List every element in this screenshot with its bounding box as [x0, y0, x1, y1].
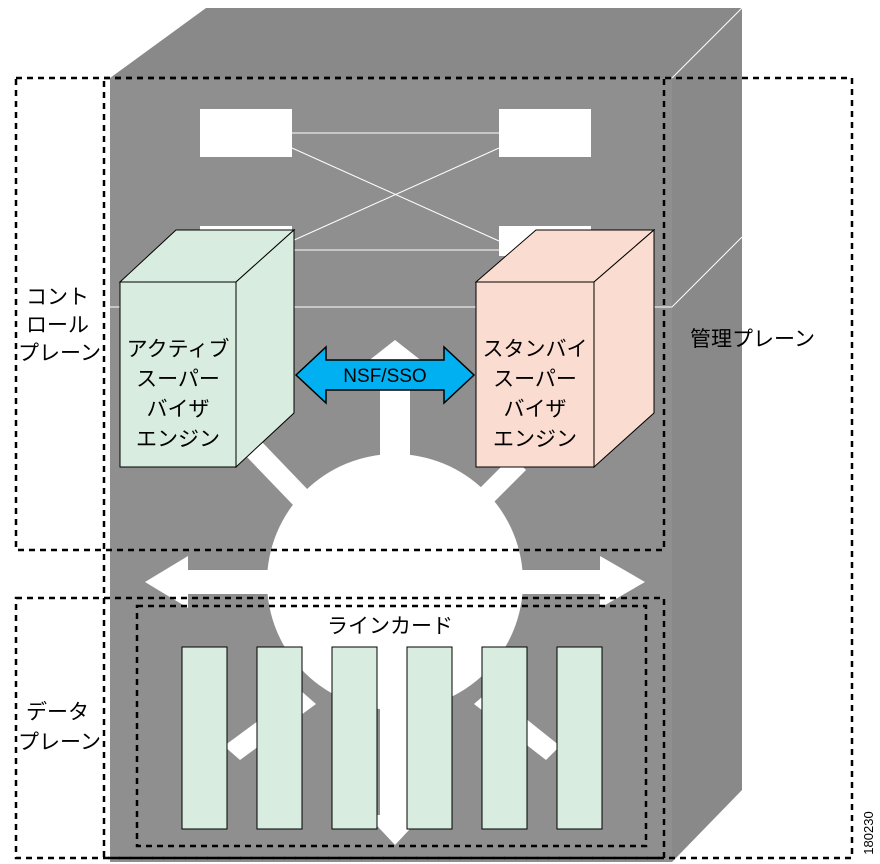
standby-supervisor-label-line3: バイザ — [504, 397, 567, 421]
chassis-top — [110, 8, 742, 78]
standby-supervisor-label-line2: スーパー — [493, 367, 577, 391]
active-supervisor-front — [119, 281, 237, 468]
line-card — [556, 646, 603, 830]
plane-labels: コント ロール プレーン 管理プレーン データ プレーン — [18, 285, 815, 754]
hub-arrow-left — [145, 556, 275, 608]
line-card — [181, 646, 228, 830]
line-card — [481, 646, 528, 830]
standby-supervisor-engine: スタンバイ スーパー バイザ エンジン — [474, 228, 656, 469]
line-card — [331, 646, 378, 830]
plane-boundaries — [14, 76, 854, 860]
control-plane-label-line2: ロール — [26, 313, 89, 337]
hub-circle — [267, 454, 523, 710]
hub-spoke-upper-left — [246, 442, 310, 506]
active-supervisor-label-line3: バイザ — [147, 397, 210, 421]
management-plane-label: 管理プレーン — [690, 327, 815, 351]
control-plane-label-line1: コント — [26, 285, 89, 309]
standby-supervisor-label-line1: スタンバイ — [483, 337, 588, 361]
data-plane-label-line1: データ — [26, 700, 89, 724]
management-plane-boundary — [102, 76, 854, 860]
active-supervisor-label-line1: アクティブ — [127, 337, 230, 361]
standby-supervisor-label-line4: エンジン — [493, 427, 577, 451]
line-card-boundary — [135, 604, 648, 848]
line-cards-label: ラインカード — [327, 614, 453, 638]
chassis-edge-line — [671, 7, 743, 79]
chassis-edge-line — [671, 236, 743, 308]
line-card — [256, 646, 303, 830]
figure-id: 180230 — [861, 811, 876, 854]
line-cards: ラインカード — [181, 614, 603, 830]
active-supervisor-engine: アクティブ スーパー バイザ エンジン — [118, 228, 296, 469]
chassis-side — [672, 8, 742, 862]
backplane-link — [291, 147, 500, 242]
active-supervisor-label-line4: エンジン — [136, 427, 220, 451]
nsf-sso-double-arrow-icon — [294, 345, 476, 405]
active-supervisor-label-line2: スーパー — [136, 367, 220, 391]
line-card — [406, 646, 453, 830]
hub-spoke-upper-right — [476, 456, 526, 506]
standby-supervisor-front — [475, 281, 595, 468]
data-plane-boundary — [14, 596, 666, 860]
switch-fabric-hub — [145, 340, 645, 845]
nsf-sso-arrow: NSF/SSO — [294, 345, 476, 405]
backplane-module — [499, 109, 591, 157]
nsf-sso-label: NSF/SSO — [343, 366, 426, 387]
hub-arrow-right — [515, 556, 645, 608]
control-plane-label-line3: プレーン — [18, 341, 101, 365]
backplane-module — [200, 109, 292, 157]
data-plane-label-line2: プレーン — [18, 730, 101, 754]
